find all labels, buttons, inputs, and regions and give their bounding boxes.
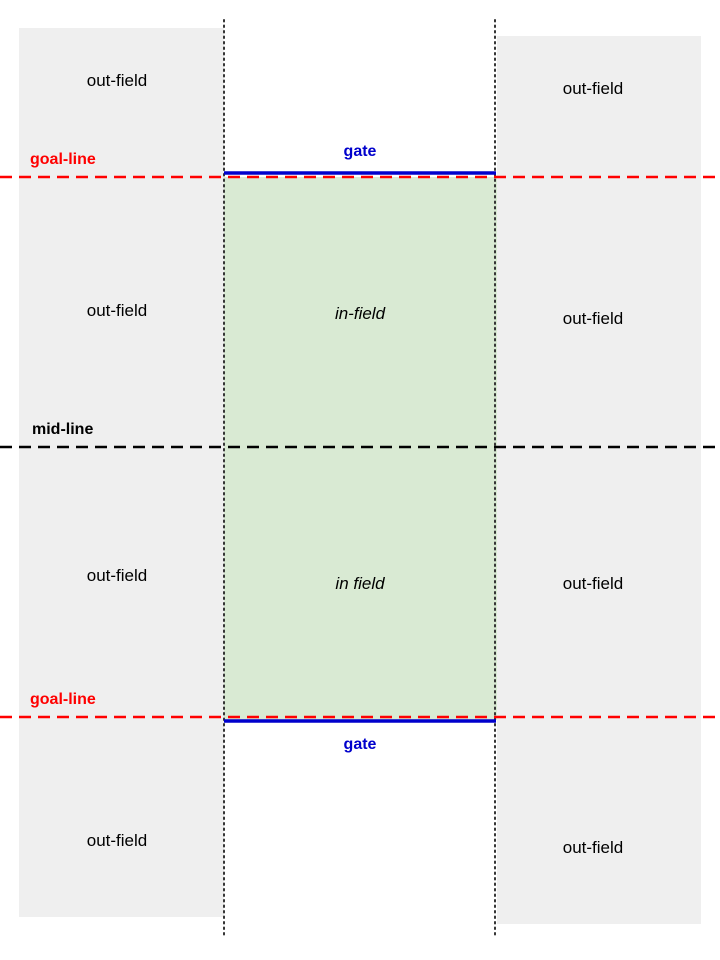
mid-line-label: mid-line (32, 421, 93, 438)
out-field-label-right-4: out-field (563, 838, 623, 857)
out-field-label-left-2: out-field (87, 301, 147, 320)
out-field-label-right-1: out-field (563, 79, 623, 98)
out-field-label-left-3: out-field (87, 566, 147, 585)
out-field-right-panel (497, 36, 701, 924)
goal-line-label-top: goal-line (30, 151, 96, 168)
goal-line-label-bottom: goal-line (30, 691, 96, 708)
out-field-label-right-2: out-field (563, 309, 623, 328)
in-field-label-bottom: in field (335, 574, 385, 593)
in-field-label-top: in-field (335, 304, 386, 323)
gate-label-top: gate (344, 143, 377, 160)
in-field-area (224, 177, 497, 720)
gate-label-bottom: gate (344, 736, 377, 753)
out-field-label-left-4: out-field (87, 831, 147, 850)
out-field-label-right-3: out-field (563, 574, 623, 593)
out-field-label-left-1: out-field (87, 71, 147, 90)
